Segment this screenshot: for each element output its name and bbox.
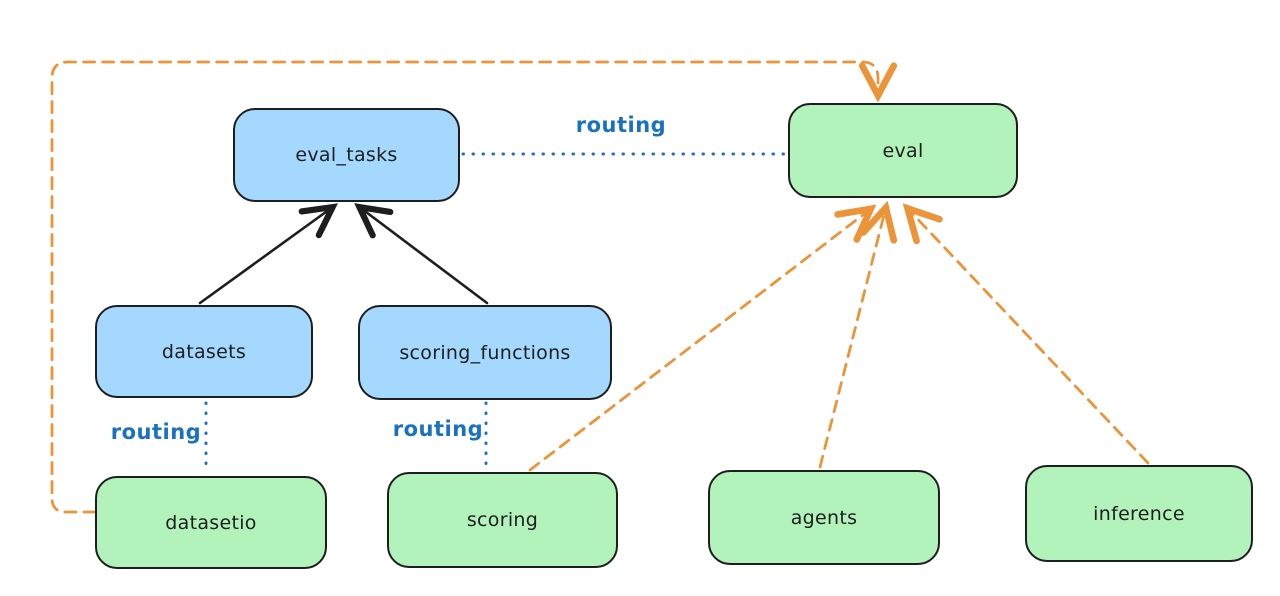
edge-label-routing-datasets-datasetio: routing	[110, 420, 202, 444]
node-datasetio-label: datasetio	[165, 511, 257, 534]
edge-datasets-to-eval-tasks	[198, 209, 330, 305]
node-inference-label: inference	[1093, 502, 1185, 525]
node-datasets: datasets	[95, 305, 313, 398]
node-scoring: scoring	[387, 472, 618, 568]
node-scoring-functions-label: scoring_functions	[399, 341, 571, 364]
node-scoring-label: scoring	[466, 509, 539, 531]
edge-label-routing-eval-tasks-eval: routing	[575, 113, 667, 137]
node-scoring-functions: scoring_functions	[358, 305, 612, 400]
edge-agents-to-eval	[818, 211, 885, 469]
edge-label-routing-scoring-functions-scoring: routing	[392, 417, 484, 441]
node-eval-tasks: eval_tasks	[233, 108, 460, 202]
node-inference: inference	[1025, 465, 1253, 562]
node-eval-tasks-label: eval_tasks	[295, 144, 398, 166]
edge-datasetio-to-eval	[50, 60, 878, 514]
node-eval-label: eval	[882, 139, 924, 162]
node-agents: agents	[708, 470, 940, 565]
edge-scoring-functions-to-eval-tasks	[362, 209, 489, 305]
node-eval: eval	[788, 103, 1018, 198]
node-datasetio: datasetio	[95, 476, 327, 569]
node-datasets-label: datasets	[161, 340, 247, 363]
node-agents-label: agents	[790, 506, 858, 529]
edge-scoring-to-eval	[528, 211, 868, 472]
edge-inference-to-eval	[910, 211, 1150, 465]
